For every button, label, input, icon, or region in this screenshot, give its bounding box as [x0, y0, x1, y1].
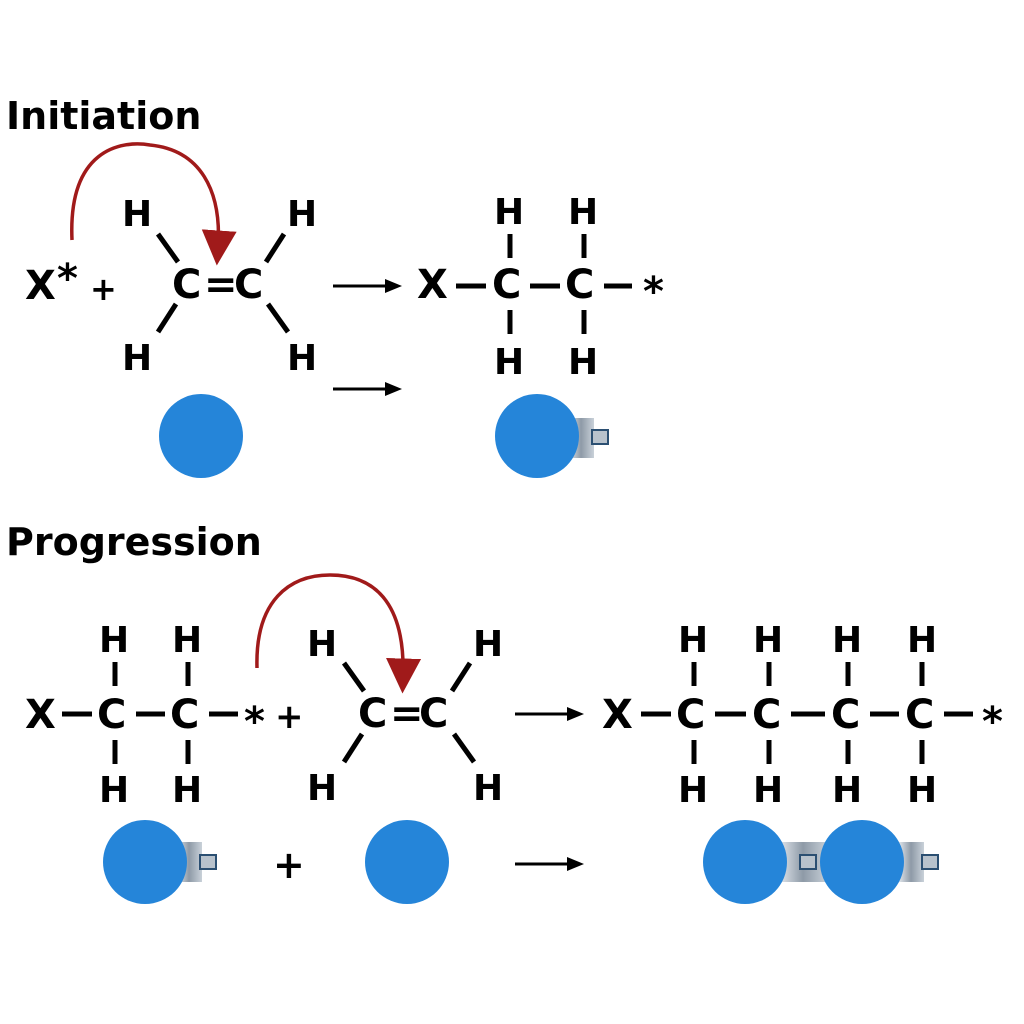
carbon-atom: C [419, 691, 448, 737]
plus-sign: + [273, 843, 305, 887]
double-bond: = [204, 262, 238, 308]
bond-lines [641, 662, 973, 764]
bead-icon [495, 394, 579, 478]
hydrogen-atom: H [122, 194, 152, 235]
hydrogen-atom: H [907, 620, 937, 661]
right-arrow-icon [515, 857, 584, 871]
hydrogen-atom: H [753, 770, 783, 811]
hydrogen-atom: H [99, 770, 129, 811]
hydrogen-atom: H [172, 770, 202, 811]
hydrogen-atom: H [473, 768, 503, 809]
carbon-atom: C [831, 692, 860, 738]
hydrogen-atom: H [307, 768, 337, 809]
carbon-atom: C [492, 262, 521, 308]
hydrogen-atom: H [172, 620, 202, 661]
plus-sign: + [90, 270, 117, 308]
hydrogen-atom: H [568, 192, 598, 233]
bead-icon [820, 820, 904, 904]
carbon-atom: C [358, 691, 387, 737]
radical-x: X [417, 262, 448, 308]
bond-lines [62, 662, 238, 764]
section-title-initiation: Initiation [6, 94, 201, 138]
carbon-atom: C [234, 262, 263, 308]
right-arrow-icon [333, 382, 402, 396]
radical-x: X [25, 692, 56, 738]
radical-x: X [602, 692, 633, 738]
carbon-atom: C [676, 692, 705, 738]
hydrogen-atom: H [307, 624, 337, 665]
hydrogen-atom: H [753, 620, 783, 661]
section-title-progression: Progression [6, 520, 262, 564]
bead-icon [103, 820, 187, 904]
hydrogen-atom: H [832, 770, 862, 811]
carbon-atom: C [97, 692, 126, 738]
double-bond: = [390, 691, 424, 737]
hydrogen-atom: H [494, 342, 524, 383]
carbon-atom: C [752, 692, 781, 738]
radical-mark: * [57, 256, 78, 302]
hydrogen-atom: H [287, 194, 317, 235]
radical-mark: * [643, 269, 664, 315]
hydrogen-atom: H [832, 620, 862, 661]
hydrogen-atom: H [494, 192, 524, 233]
hydrogen-atom: H [473, 624, 503, 665]
bead-icon [365, 820, 449, 904]
hydrogen-atom: H [122, 338, 152, 379]
hydrogen-atom: H [678, 620, 708, 661]
plus-sign: + [275, 697, 304, 737]
carbon-atom: C [172, 262, 201, 308]
connector-icon [898, 842, 939, 882]
hydrogen-atom: H [568, 342, 598, 383]
hydrogen-atom: H [99, 620, 129, 661]
bond-lines [456, 234, 632, 334]
curved-arrow-icon [255, 573, 422, 694]
carbon-atom: C [905, 692, 934, 738]
carbon-atom: C [170, 692, 199, 738]
curved-arrow-icon [70, 142, 237, 266]
radical-mark: * [244, 699, 265, 745]
right-arrow-icon [515, 707, 584, 721]
hydrogen-atom: H [678, 770, 708, 811]
radical-mark: * [982, 699, 1003, 745]
right-arrow-icon [333, 279, 402, 293]
hydrogen-atom: H [287, 338, 317, 379]
bead-icon [159, 394, 243, 478]
bond-lines [341, 661, 477, 764]
radical-x: X [25, 263, 56, 309]
hydrogen-atom: H [907, 770, 937, 811]
bead-icon [703, 820, 787, 904]
bond-lines [155, 232, 291, 334]
carbon-atom: C [565, 262, 594, 308]
